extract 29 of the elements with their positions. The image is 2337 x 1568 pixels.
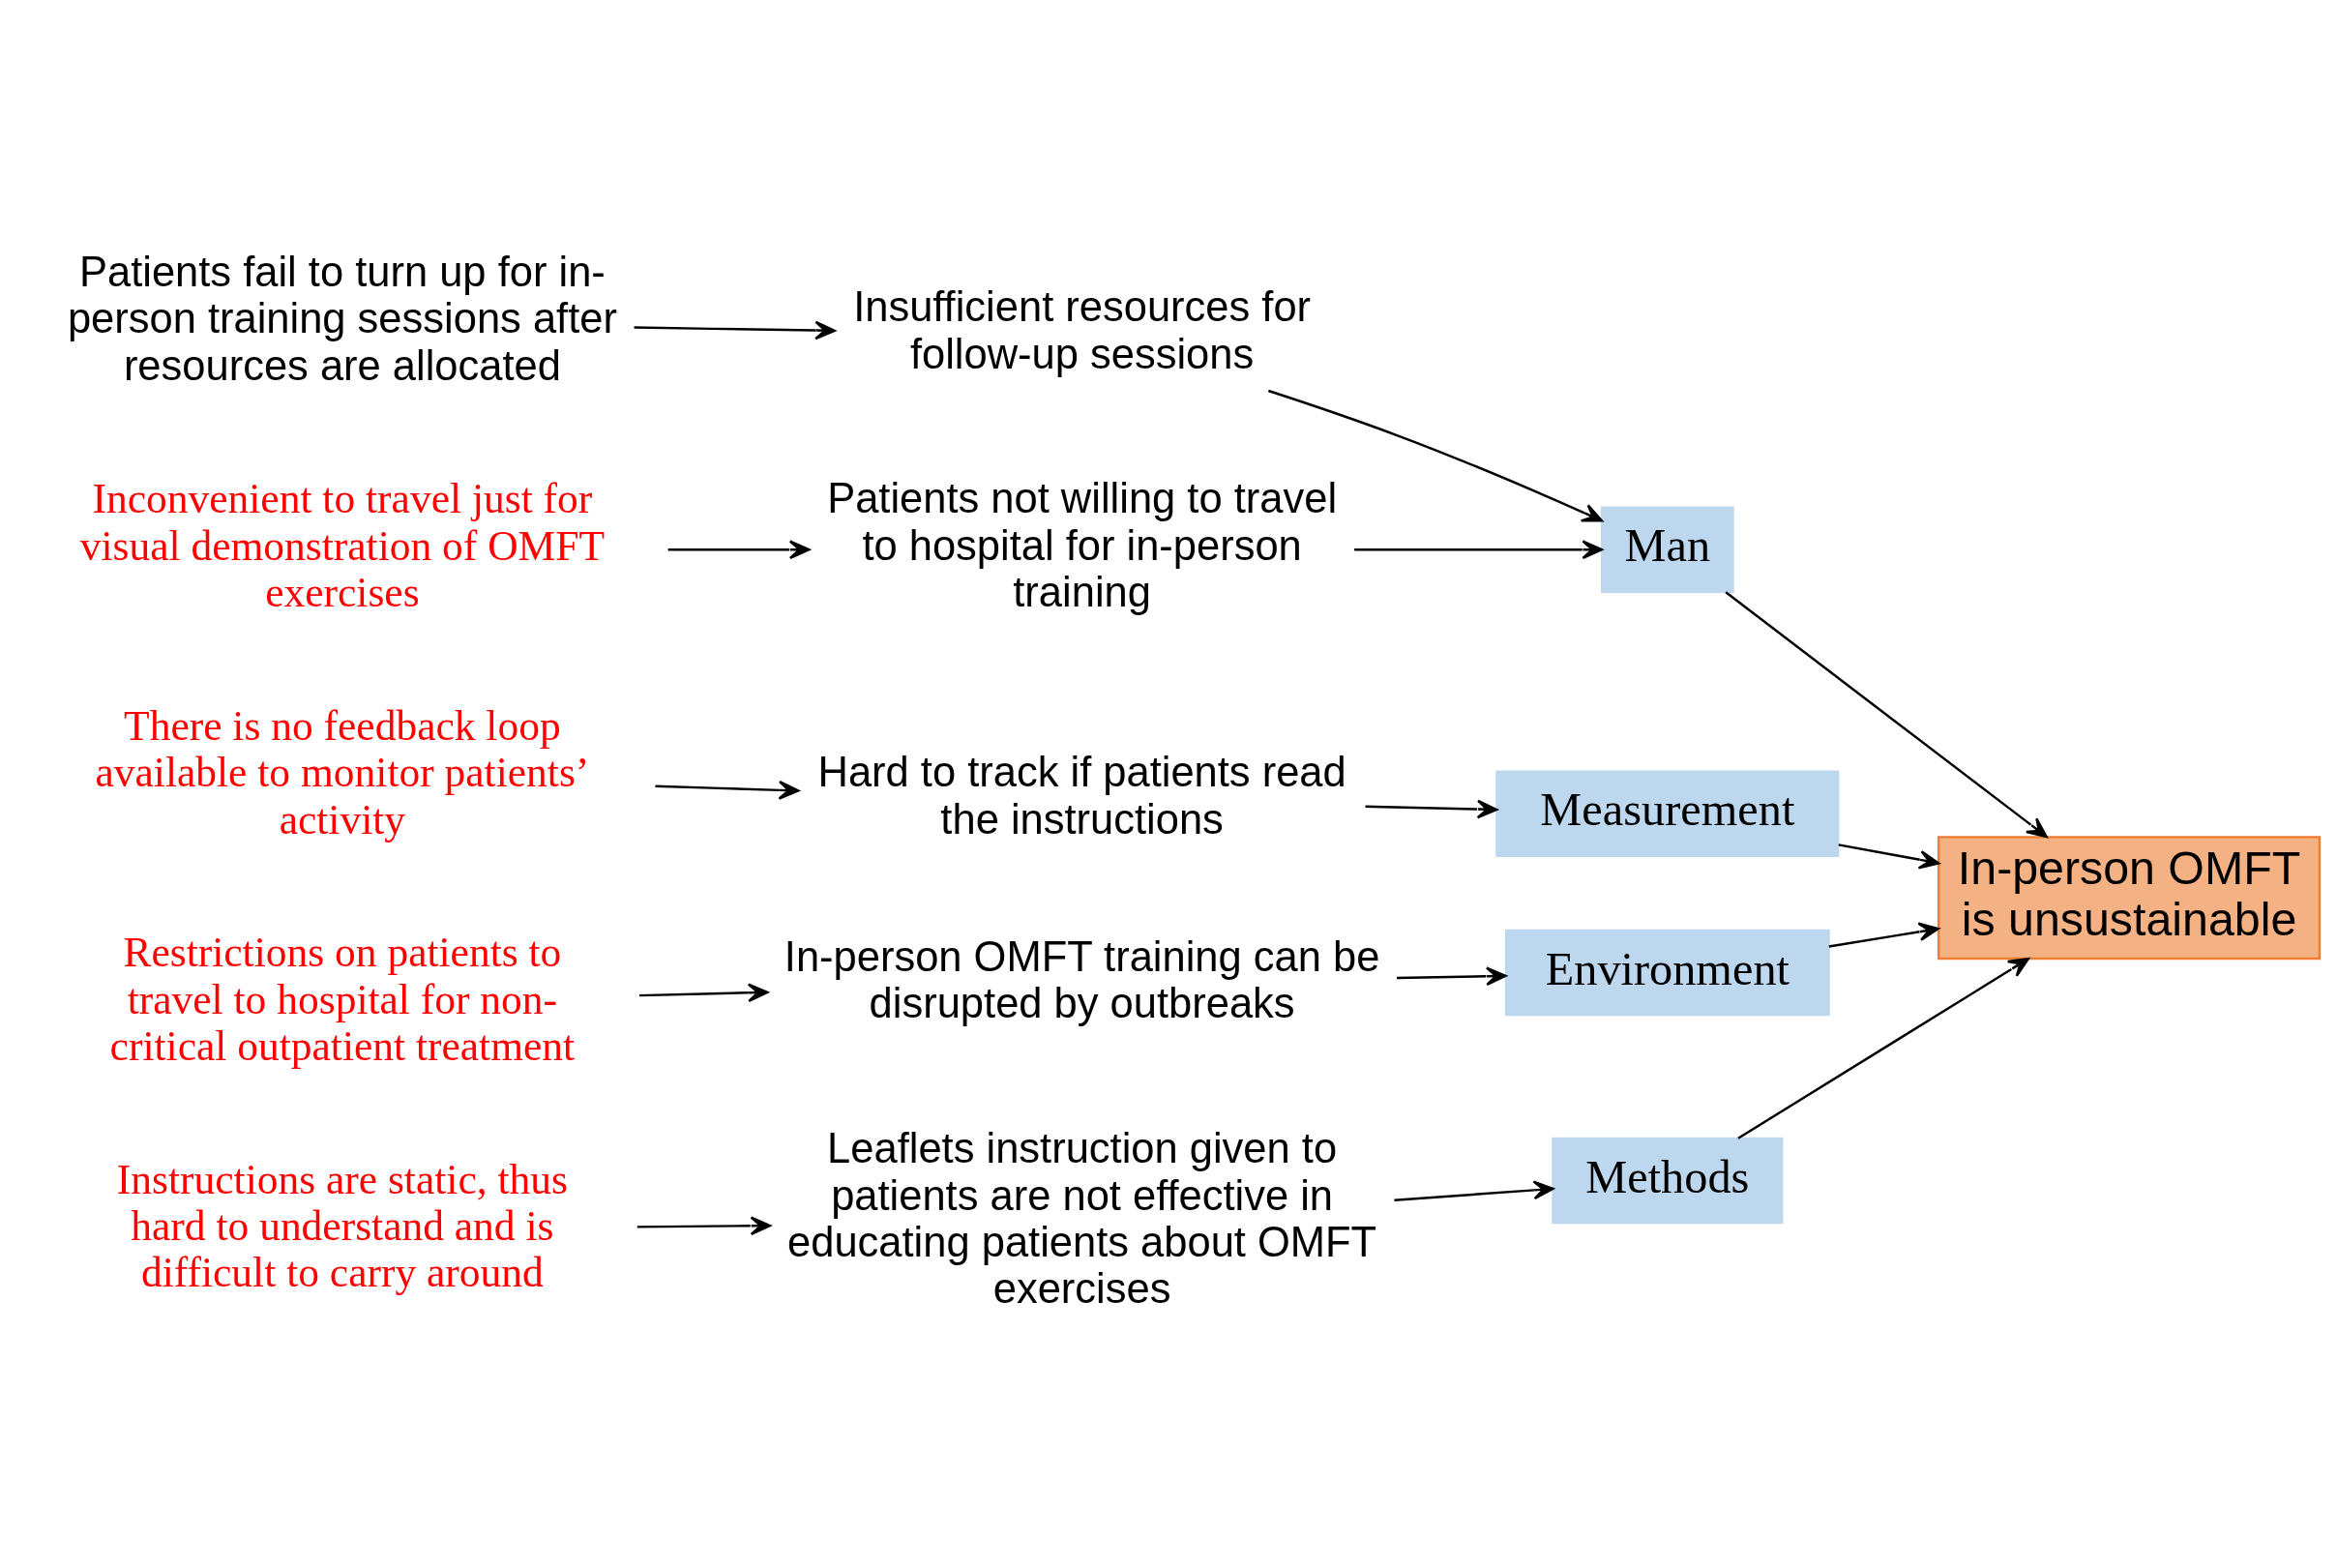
arrow bbox=[1838, 843, 1940, 870]
node-box: Man bbox=[1601, 506, 1734, 593]
node-text: In-person OMFT training can be disrupted by outbreaks bbox=[784, 932, 1380, 1026]
arrow bbox=[634, 320, 836, 340]
arrow bbox=[1394, 1179, 1554, 1201]
node-text: Patients fail to turn up for in-person training sessions after resources are allocated bbox=[67, 248, 617, 389]
arrow bbox=[1828, 921, 1940, 948]
node-text: Hard to track if patients read the instructions bbox=[817, 748, 1346, 842]
node-box: Methods bbox=[1552, 1137, 1784, 1224]
arrow bbox=[1354, 539, 1603, 559]
arrow bbox=[1365, 799, 1498, 818]
node-text: Leaflets instruction given to patients are not effective in educating patients about OMFT exercises bbox=[787, 1124, 1377, 1312]
node-text: Restrictions on patients to travel to hospital for non-critical outpatient treatment bbox=[109, 928, 576, 1069]
node-text: Inconvenient to travel just for visual demonstration of OMFT exercises bbox=[79, 474, 606, 615]
arrow bbox=[1267, 389, 1604, 521]
node-text: Patients not willing to travel to hospital for in-person training bbox=[827, 474, 1338, 615]
node-text: There is no feedback loop available to monitor patients’ activity bbox=[95, 701, 590, 842]
arrow bbox=[1737, 957, 2029, 1139]
node-text: Instructions are static, thus hard to understand and is difficult to carry around bbox=[116, 1155, 568, 1295]
arrow bbox=[1397, 965, 1507, 986]
arrow bbox=[667, 539, 811, 559]
node-text: Insufficient resources for follow-up sessions bbox=[853, 282, 1312, 377]
arrow bbox=[655, 780, 800, 800]
arrow bbox=[1725, 590, 2048, 838]
arrow bbox=[639, 982, 769, 1002]
node-box: In-person OMFT is unsustainable bbox=[1937, 835, 2322, 960]
node-box: Measurement bbox=[1495, 770, 1840, 857]
arrow bbox=[636, 1215, 772, 1235]
node-box: Environment bbox=[1504, 929, 1830, 1016]
